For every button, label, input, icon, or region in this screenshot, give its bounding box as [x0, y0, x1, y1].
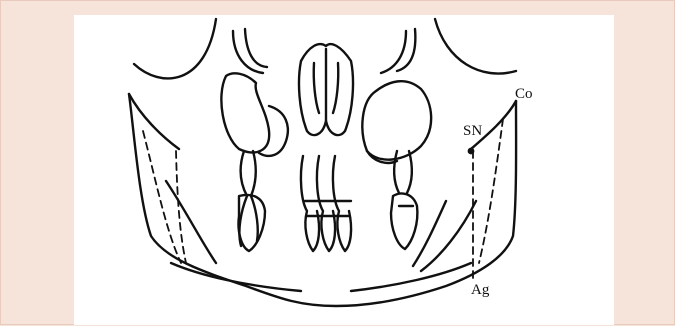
right-sinus: [362, 81, 431, 159]
right-teeth: [391, 151, 417, 249]
sn-point-marker: [469, 149, 473, 153]
label-ag: Ag: [471, 282, 490, 298]
incisors: [301, 156, 351, 251]
left-sinus: [221, 73, 269, 152]
label-co: Co: [515, 86, 533, 102]
right-upper-structure: [381, 31, 406, 73]
right-skull-arch: [435, 19, 516, 74]
label-sn: SN: [463, 123, 482, 139]
left-teeth: [238, 151, 265, 251]
left-upper-structure: [233, 31, 263, 73]
left-skull-arch: [134, 19, 216, 78]
